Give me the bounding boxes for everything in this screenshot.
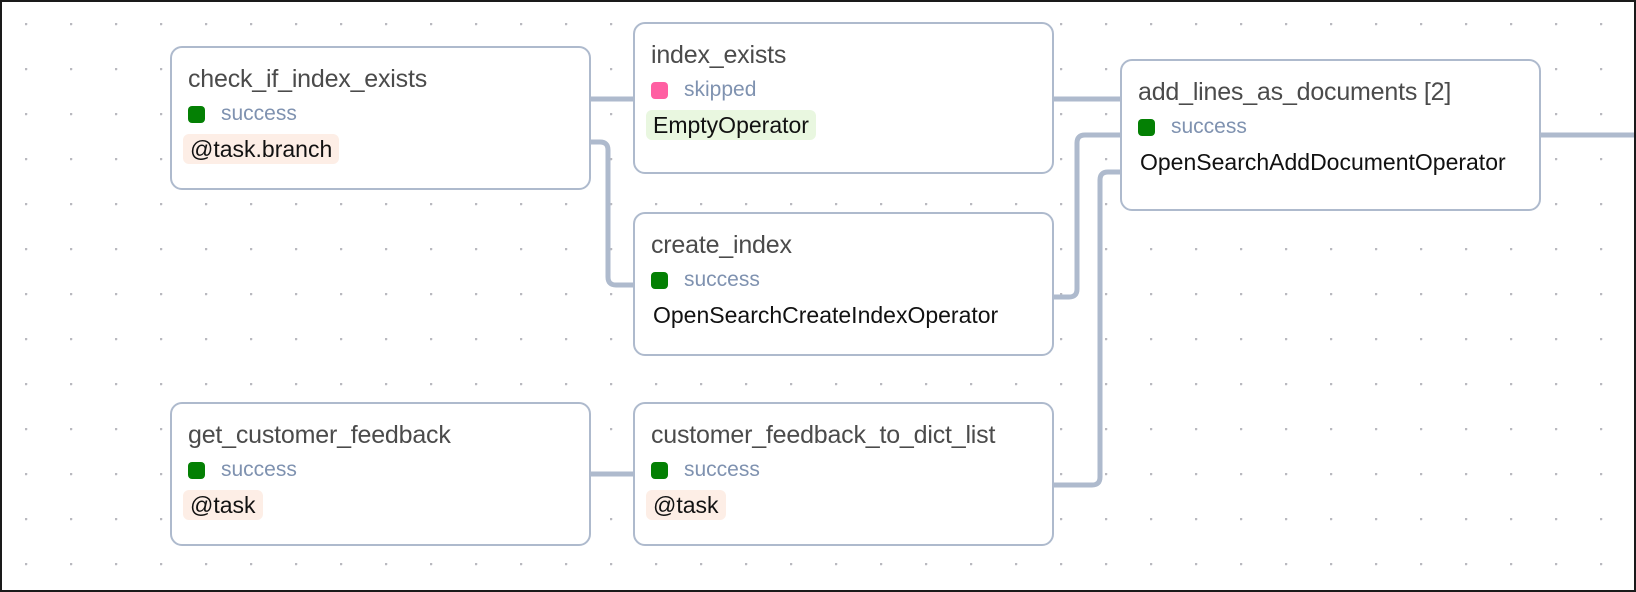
task-node-get-customer-feedback[interactable]: get_customer_feedback success @task [170, 402, 591, 546]
task-node-status: success [651, 458, 1038, 482]
status-square-icon [188, 461, 205, 479]
task-node-status: skipped [651, 78, 1038, 102]
task-node-operator: @task.branch [183, 134, 340, 164]
edge-create-index-to-add-lines [1054, 132, 1120, 300]
task-node-create-index[interactable]: create_index success OpenSearchCreateInd… [633, 212, 1054, 356]
task-node-status: success [188, 102, 575, 126]
task-node-add-lines-as-documents[interactable]: add_lines_as_documents [2] success OpenS… [1120, 59, 1541, 211]
task-node-title: index_exists [651, 41, 787, 69]
status-label: success [684, 268, 760, 291]
task-node-operator: @task [183, 490, 263, 520]
status-label: success [684, 458, 760, 481]
task-node-operator: OpenSearchCreateIndexOperator [653, 302, 999, 328]
task-node-operator: @task [646, 490, 726, 520]
edge-check-to-create-index [591, 139, 633, 288]
status-square-icon [651, 271, 668, 289]
status-square-icon [1138, 118, 1155, 136]
status-square-icon [188, 105, 205, 123]
task-node-title: add_lines_as_documents [2] [1138, 78, 1452, 106]
task-node-operator: OpenSearchAddDocumentOperator [1140, 149, 1506, 175]
task-node-status: success [651, 268, 1038, 292]
task-node-status: success [188, 458, 575, 482]
task-node-status: success [1138, 115, 1525, 139]
task-node-title: get_customer_feedback [188, 421, 451, 449]
task-node-operator: EmptyOperator [646, 110, 816, 140]
task-node-customer-feedback-to-dict-list[interactable]: customer_feedback_to_dict_list success @… [633, 402, 1054, 546]
status-label: success [1171, 115, 1247, 138]
status-square-icon [651, 461, 668, 479]
edge-dict-list-to-add-lines [1054, 169, 1120, 488]
status-label: success [221, 458, 297, 481]
task-node-check-if-index-exists[interactable]: check_if_index_exists success @task.bran… [170, 46, 591, 190]
status-label: success [221, 102, 297, 125]
task-node-index-exists[interactable]: index_exists skipped EmptyOperator [633, 22, 1054, 174]
task-node-title: check_if_index_exists [188, 65, 427, 93]
status-square-icon [651, 81, 668, 99]
status-label: skipped [684, 78, 757, 101]
task-node-title: customer_feedback_to_dict_list [651, 421, 996, 449]
task-node-title: create_index [651, 231, 792, 259]
